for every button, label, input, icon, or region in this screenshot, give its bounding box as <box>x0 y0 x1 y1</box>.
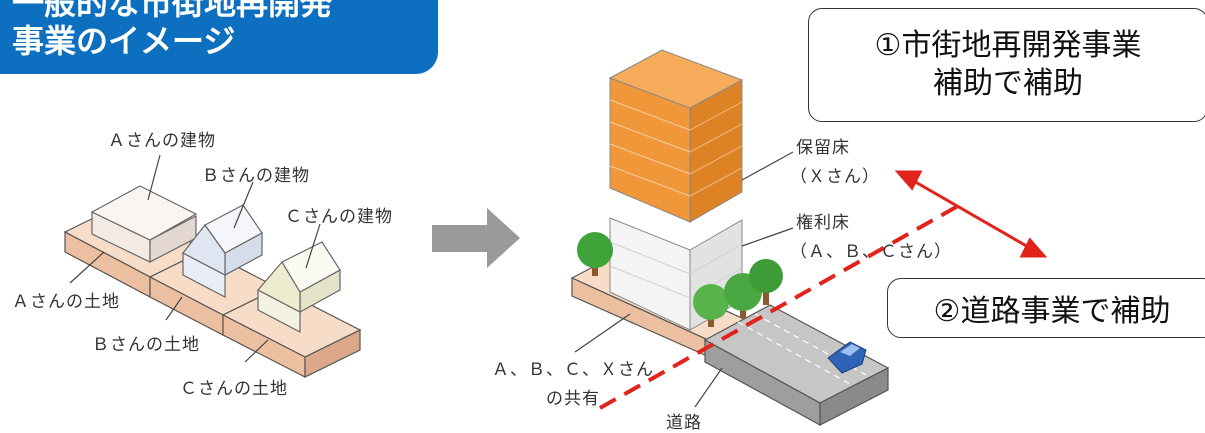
building-a <box>90 185 198 263</box>
building-c <box>257 241 341 333</box>
right-leaders <box>574 151 794 408</box>
left-leaders <box>69 154 321 363</box>
label-reserved-floor: 保留床 <box>796 138 850 158</box>
tower <box>608 49 744 331</box>
label-land-a: Ａさんの土地 <box>12 292 120 312</box>
label-shared-2: の共有 <box>546 389 600 409</box>
label-right-owners: （Ａ、Ｂ、Ｃさん） <box>790 242 952 262</box>
car <box>827 341 867 374</box>
label-land-c: Ｃさんの土地 <box>180 379 288 399</box>
building-b <box>182 204 263 298</box>
label-shared-1: Ａ、Ｂ、Ｃ、Ｘさん <box>492 360 654 380</box>
title-line-1: 一般的な市街地再開発 <box>12 0 333 22</box>
land-c-side <box>304 329 361 378</box>
trees <box>577 232 783 327</box>
left-lands <box>63 204 362 378</box>
label-right-floor: 権利床 <box>796 213 850 233</box>
label-land-b: Ｂさんの土地 <box>92 335 200 355</box>
label-road: 道路 <box>666 413 702 433</box>
callout1-line1: ①市街地再開発事業 <box>874 28 1142 63</box>
callout1-line2: 補助で補助 <box>933 66 1083 101</box>
callout2-text: ②道路事業で補助 <box>933 294 1171 329</box>
title-banner: 一般的な市街地再開発 事業のイメージ <box>0 0 438 74</box>
label-reserved-owner: （Ｘさん） <box>790 167 880 187</box>
transform-arrow <box>432 208 520 268</box>
tower-roof <box>608 49 744 109</box>
title-line-2: 事業のイメージ <box>12 22 236 60</box>
road <box>703 304 890 427</box>
label-building-b: Ｂさんの建物 <box>202 166 310 186</box>
boundary-dashed-line <box>599 200 966 410</box>
label-building-a: Ａさんの建物 <box>108 131 216 151</box>
subsidy-arrow <box>894 170 1048 258</box>
callout-road-subsidy: ②道路事業で補助 <box>887 278 1205 338</box>
label-building-c: Ｃさんの建物 <box>285 207 393 227</box>
callout-redevelopment-subsidy: ①市街地再開発事業 補助で補助 <box>808 8 1205 122</box>
